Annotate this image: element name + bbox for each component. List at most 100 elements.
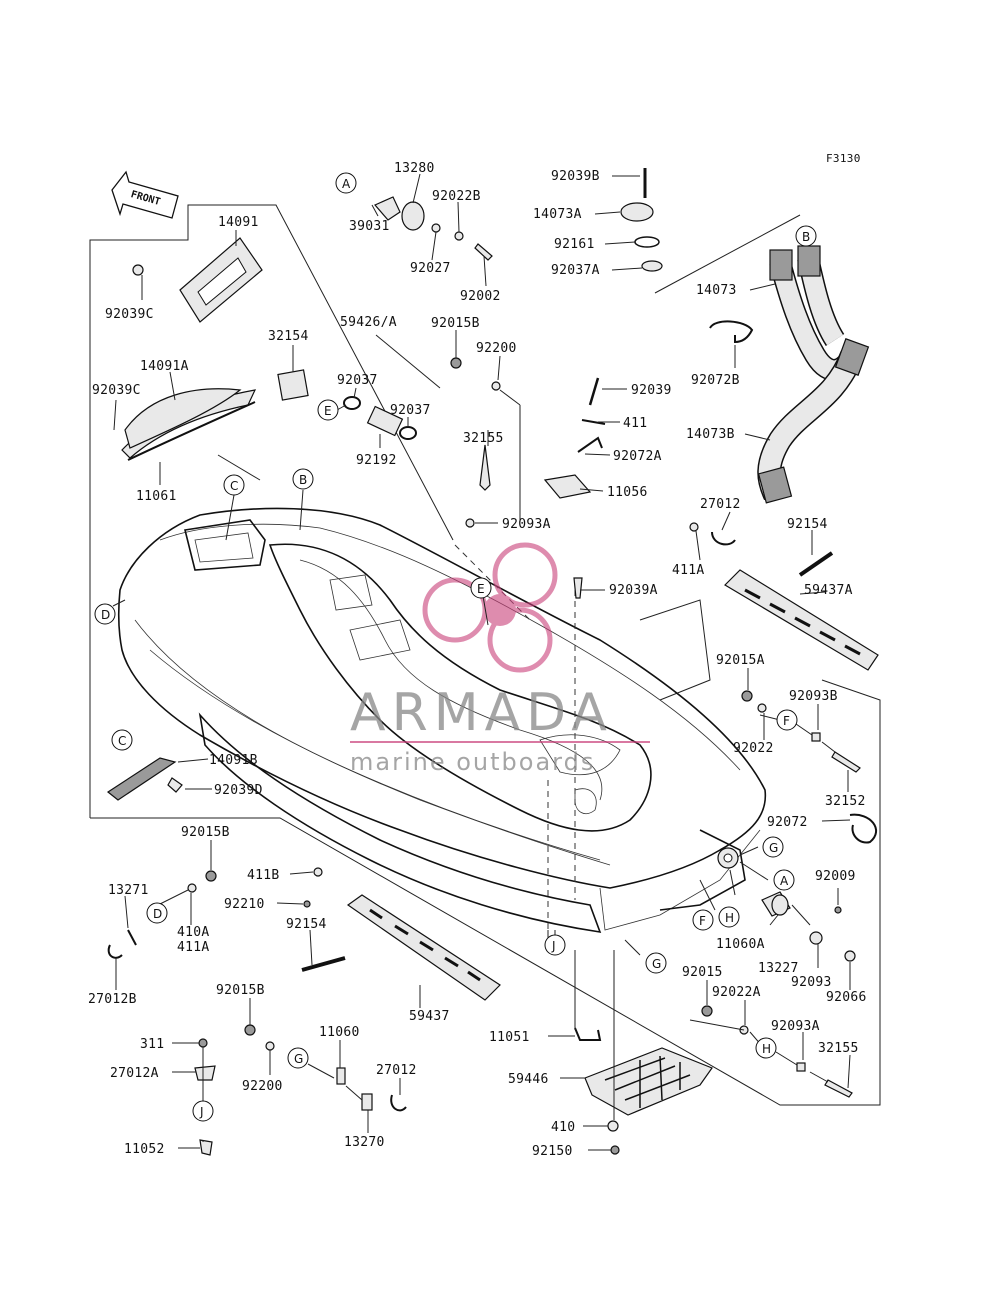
- part-411: [581, 419, 606, 425]
- label-59446: 59446: [508, 1072, 549, 1087]
- label-92037-right: 92037: [390, 403, 431, 418]
- label-27012-top: 27012: [700, 497, 741, 512]
- label-92093b: 92093B: [789, 689, 838, 704]
- group-boundaries: [89, 204, 881, 1106]
- part-59437a: [724, 569, 879, 671]
- part-92037-b: [399, 426, 417, 440]
- part-92093: [809, 931, 823, 945]
- part-92192: [366, 405, 404, 437]
- label-92022: 92022: [733, 741, 774, 756]
- svg-text:D: D: [153, 907, 162, 921]
- ref-circle-j-left: J: [192, 1100, 214, 1122]
- label-92039d: 92039D: [214, 783, 263, 798]
- label-411a-lower: 411A: [177, 940, 210, 955]
- figure-code: F3130: [826, 152, 861, 165]
- label-92093a-lower: 92093A: [771, 1019, 820, 1034]
- ref-circle-c-upper: C: [223, 474, 245, 496]
- label-11052: 11052: [124, 1142, 165, 1157]
- part-92039: [588, 377, 600, 406]
- part-92015b: [450, 357, 462, 369]
- label-59437: 59437: [409, 1009, 450, 1024]
- part-92200: [491, 381, 501, 391]
- label-14091: 14091: [218, 215, 259, 230]
- watermark-tagline: marine outboards: [350, 748, 595, 776]
- label-92039c-mid: 92039C: [92, 383, 141, 398]
- part-92027: [431, 223, 441, 233]
- label-92072a: 92072A: [613, 449, 662, 464]
- label-27012b: 27012B: [88, 992, 137, 1007]
- ref-circle-g-lower: G: [645, 952, 667, 974]
- label-92027: 92027: [410, 261, 451, 276]
- label-92015b-top: 92015B: [431, 316, 480, 331]
- part-92009: [834, 906, 842, 914]
- label-92192: 92192: [356, 453, 397, 468]
- svg-text:D: D: [101, 608, 110, 622]
- label-92022b: 92022B: [432, 189, 481, 204]
- label-92072: 92072: [767, 815, 808, 830]
- part-411a: [689, 522, 699, 532]
- ref-circle-a-top: A: [335, 172, 357, 194]
- svg-text:E: E: [324, 404, 332, 418]
- label-11056: 11056: [607, 485, 648, 500]
- label-92039b: 92039B: [551, 169, 600, 184]
- front-arrow-icon: FRONT: [111, 170, 179, 219]
- part-13271: [127, 929, 137, 946]
- label-92039: 92039: [631, 383, 672, 398]
- label-92015a: 92015A: [716, 653, 765, 668]
- part-labels: 13280 92022B 39031 92027 92002 92039B 14…: [88, 161, 866, 1159]
- label-13271: 13271: [108, 883, 149, 898]
- label-11051: 11051: [489, 1030, 530, 1045]
- part-32155: [479, 444, 491, 491]
- part-32155-lower: [824, 1079, 853, 1098]
- part-13227: [771, 894, 789, 916]
- svg-text:E: E: [477, 582, 485, 596]
- ref-circle-a-stern: A: [773, 869, 795, 891]
- label-14073a: 14073A: [533, 207, 582, 222]
- label-92002: 92002: [460, 289, 501, 304]
- label-11060: 11060: [319, 1025, 360, 1040]
- svg-text:A: A: [780, 874, 789, 888]
- svg-text:J: J: [199, 1105, 204, 1119]
- label-27012a: 27012A: [110, 1066, 159, 1081]
- label-92009: 92009: [815, 869, 856, 884]
- label-92154-top: 92154: [787, 517, 828, 532]
- part-410a: [187, 883, 197, 893]
- svg-text:G: G: [769, 841, 778, 855]
- label-92161: 92161: [554, 237, 595, 252]
- label-411a-top: 411A: [672, 563, 705, 578]
- svg-text:H: H: [725, 911, 734, 925]
- label-92039c-top: 92039C: [105, 307, 154, 322]
- svg-text:C: C: [118, 734, 126, 748]
- part-11051: [574, 1027, 602, 1041]
- label-59426a: 59426/A: [340, 315, 397, 330]
- label-14091b: 14091B: [209, 753, 258, 768]
- ref-circle-g-stern: G: [762, 836, 784, 858]
- ref-circle-b-top: B: [795, 225, 817, 247]
- label-11061: 11061: [136, 489, 177, 504]
- part-27012b: [107, 944, 123, 959]
- ref-circle-g-left: G: [287, 1047, 309, 1069]
- part-92022b: [454, 231, 464, 241]
- part-39031: [374, 196, 401, 221]
- part-92015a: [741, 690, 753, 702]
- part-92150: [610, 1145, 620, 1155]
- part-59437: [346, 894, 501, 1001]
- part-14091b: [106, 757, 177, 801]
- part-14073b: [757, 338, 870, 504]
- svg-text:J: J: [551, 939, 556, 953]
- part-11061: [127, 401, 256, 461]
- label-92037-left: 92037: [337, 373, 378, 388]
- svg-text:C: C: [230, 479, 238, 493]
- part-92161: [634, 236, 660, 248]
- part-92022: [757, 703, 767, 713]
- label-32154: 32154: [268, 329, 309, 344]
- label-13227: 13227: [758, 961, 799, 976]
- label-410a: 410A: [177, 925, 210, 940]
- part-92039c: [132, 264, 144, 276]
- label-32155-top: 32155: [463, 431, 504, 446]
- label-411: 411: [623, 416, 647, 431]
- label-27012-bottom: 27012: [376, 1063, 417, 1078]
- hull-body: [117, 507, 767, 933]
- label-92015: 92015: [682, 965, 723, 980]
- part-92037-a: [343, 396, 361, 410]
